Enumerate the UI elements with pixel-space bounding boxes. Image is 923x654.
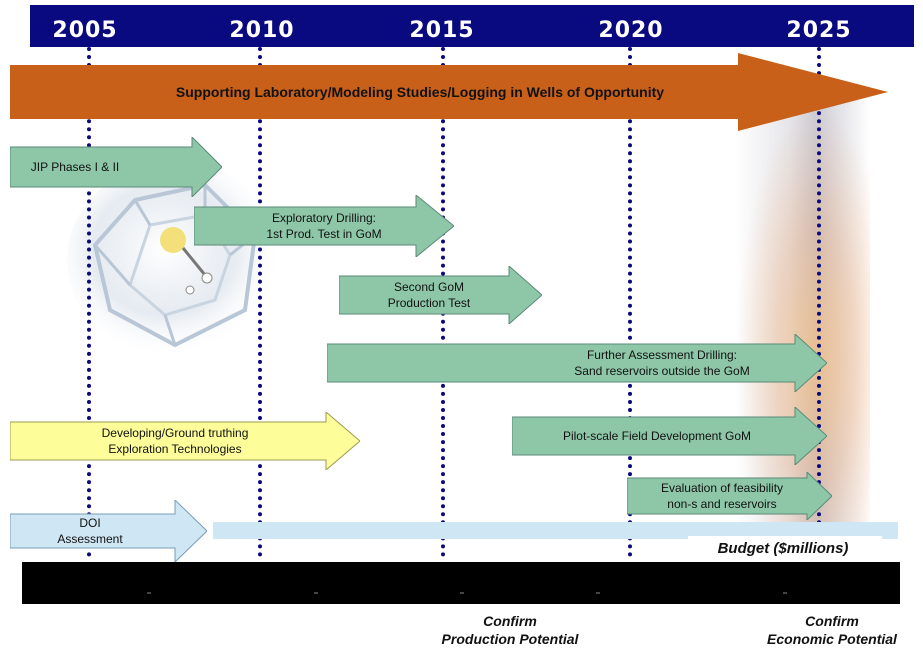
evaluation-feasibility-line-2: non-s and reservoirs xyxy=(667,497,777,511)
pilot-scale-line-1: Pilot-scale Field Development GoM xyxy=(562,429,752,443)
exploratory-drilling-arrow: Exploratory Drilling: 1st Prod. Test in … xyxy=(194,195,454,257)
ground-truthing-arrow: Developing/Ground truthing Exploration T… xyxy=(10,412,360,470)
ground-truthing-arrow-shape xyxy=(10,412,360,470)
year-gridline-2005 xyxy=(87,47,91,557)
exploratory-drilling-line-1: Exploratory Drilling: xyxy=(271,211,377,225)
ground-truthing-line-2: Exploration Technologies xyxy=(108,442,242,456)
further-assessment-arrow-shape xyxy=(327,334,827,392)
year-label-2005: 2005 xyxy=(52,18,118,43)
exploratory-drilling-label: Exploratory Drilling: 1st Prod. Test in … xyxy=(204,207,444,245)
budget-strip xyxy=(213,522,898,539)
budget-label: Budget ($millions) xyxy=(717,540,849,557)
supporting-studies-label: Supporting Laboratory/Modeling Studies/L… xyxy=(175,84,665,100)
milestone-production-line-1: Confirm xyxy=(483,613,537,629)
exploratory-drilling-line-2: 1st Prod. Test in GoM xyxy=(266,227,382,241)
further-assessment-line-2: Sand reservoirs outside the GoM xyxy=(574,364,750,378)
arrow-body xyxy=(10,53,888,131)
second-gom-test-arrow: Second GoM Production Test xyxy=(339,266,542,324)
year-gridline-2020 xyxy=(628,47,632,557)
pilot-scale-arrow-shape xyxy=(512,407,827,465)
jip-phases-line-1: JIP Phases I & II xyxy=(30,160,120,174)
second-gom-test-line-2: Production Test xyxy=(387,296,471,310)
jip-phases-label: JIP Phases I & II xyxy=(10,147,140,187)
budget-bar-tick xyxy=(783,592,787,594)
supporting-studies-arrow: Supporting Laboratory/Modeling Studies/L… xyxy=(10,53,888,131)
second-gom-test-arrow-shape xyxy=(339,266,542,324)
evaluation-feasibility-label: Evaluation of feasibility non-s and rese… xyxy=(632,478,812,514)
jip-phases-arrow: JIP Phases I & II xyxy=(10,137,222,197)
budget-bar-tick xyxy=(147,592,151,594)
year-label-2020: 2020 xyxy=(598,18,664,43)
year-label-2015: 2015 xyxy=(409,18,475,43)
milestone-economic-line-1: Confirm xyxy=(805,613,859,629)
doi-assessment-arrow-shape xyxy=(10,500,207,562)
pilot-scale-label: Pilot-scale Field Development GoM xyxy=(512,417,802,455)
flame-image xyxy=(735,100,870,530)
supporting-studies-arrow-shape xyxy=(10,53,888,131)
milestone-production-potential: Confirm Production Potential xyxy=(442,612,579,648)
exploratory-drilling-arrow-shape xyxy=(194,195,454,257)
year-gridline-2025 xyxy=(817,47,821,557)
further-assessment-arrow: Further Assessment Drilling: Sand reserv… xyxy=(327,334,827,392)
ground-truthing-label: Developing/Ground truthing Exploration T… xyxy=(40,422,310,460)
budget-bar-tick xyxy=(460,592,464,594)
pilot-scale-arrow: Pilot-scale Field Development GoM xyxy=(512,407,827,465)
doi-assessment-line-2: Assessment xyxy=(57,532,123,546)
year-label-2010: 2010 xyxy=(229,18,295,43)
evaluation-feasibility-line-1: Evaluation of feasibility xyxy=(660,481,784,495)
second-gom-test-line-1: Second GoM xyxy=(393,280,465,294)
jip-phases-arrow-shape xyxy=(10,137,222,197)
further-assessment-label: Further Assessment Drilling: Sand reserv… xyxy=(527,344,797,382)
evaluation-feasibility-arrow: Evaluation of feasibility non-s and rese… xyxy=(627,472,832,520)
further-assessment-line-1: Further Assessment Drilling: xyxy=(586,348,738,362)
second-gom-test-label: Second GoM Production Test xyxy=(339,276,519,314)
doi-assessment-arrow: DOI Assessment xyxy=(10,500,207,562)
budget-label-box xyxy=(688,536,882,566)
doi-assessment-label: DOI Assessment xyxy=(10,514,170,548)
year-header-bar: 2005 2010 2015 2020 2025 xyxy=(30,5,914,47)
evaluation-feasibility-arrow-shape xyxy=(627,472,832,520)
year-gridline-2010 xyxy=(258,47,262,557)
milestone-economic-potential: Confirm Economic Potential xyxy=(767,612,897,648)
year-label-2025: 2025 xyxy=(786,18,852,43)
budget-bar xyxy=(22,562,900,604)
ground-truthing-line-1: Developing/Ground truthing xyxy=(101,426,249,440)
budget-bar-tick xyxy=(596,592,600,594)
milestone-production-line-2: Production Potential xyxy=(441,631,579,647)
doi-assessment-line-1: DOI xyxy=(79,516,101,530)
milestone-economic-line-2: Economic Potential xyxy=(767,631,897,647)
budget-bar-tick xyxy=(314,592,318,594)
